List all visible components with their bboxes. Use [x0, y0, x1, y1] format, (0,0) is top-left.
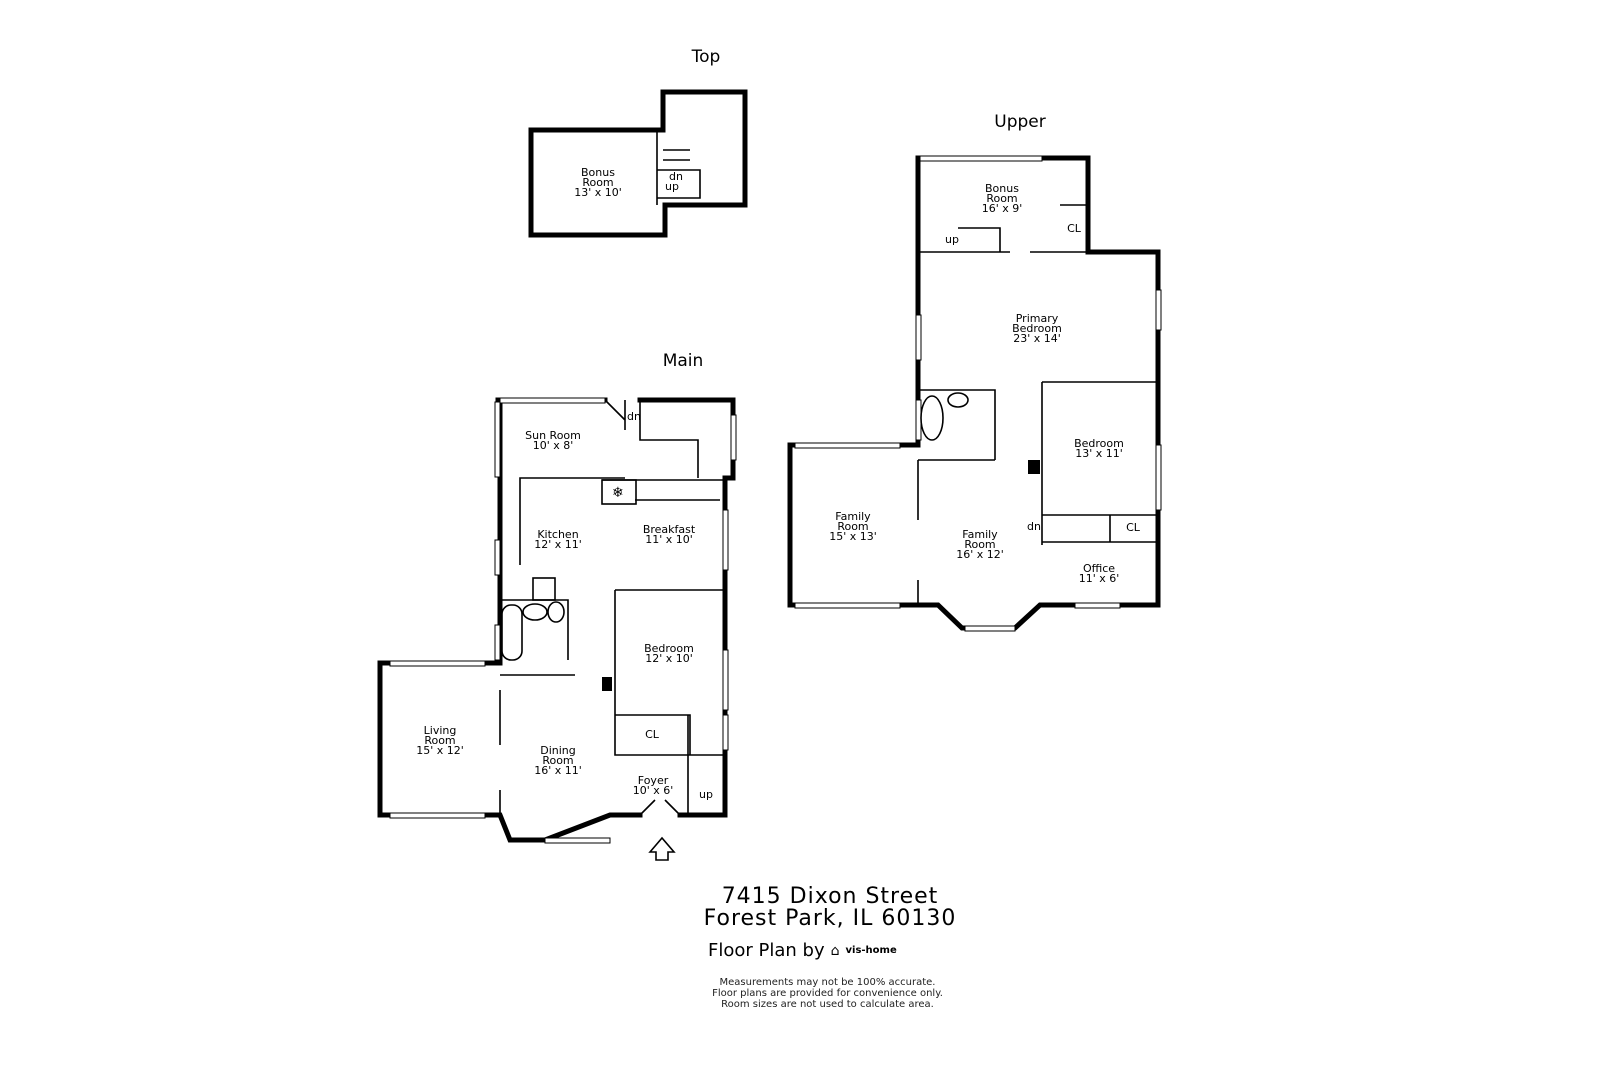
- svg-text:Foyer: Foyer: [638, 774, 669, 787]
- svg-text:13' x 10': 13' x 10': [574, 186, 622, 199]
- svg-text:Room: Room: [582, 176, 613, 189]
- svg-text:10' x 6': 10' x 6': [633, 784, 674, 797]
- svg-text:Room: Room: [964, 538, 995, 551]
- svg-text:13' x 11': 13' x 11': [1075, 447, 1123, 460]
- svg-text:Room: Room: [542, 754, 573, 767]
- svg-text:Living: Living: [424, 724, 457, 737]
- svg-text:Office: Office: [1083, 562, 1115, 575]
- svg-text:23' x 14': 23' x 14': [1013, 332, 1061, 345]
- snowflake-icon: ❄: [612, 485, 624, 501]
- svg-text:Bedroom: Bedroom: [1074, 437, 1124, 450]
- svg-text:CL: CL: [1126, 521, 1141, 534]
- svg-text:Bonus: Bonus: [985, 182, 1019, 195]
- svg-text:11' x 10': 11' x 10': [645, 533, 693, 546]
- credit-label: Floor Plan by: [708, 940, 825, 961]
- svg-text:Bonus: Bonus: [581, 166, 615, 179]
- svg-text:CL: CL: [645, 728, 660, 741]
- credit-logo: vis-home: [845, 945, 897, 956]
- svg-text:15' x 12': 15' x 12': [416, 744, 464, 757]
- svg-text:up: up: [699, 788, 713, 801]
- floor-title-upper: Upper: [994, 112, 1045, 132]
- upper-floor: Upper up dn CL CL Bonus Room 16' x 9' Pr…: [787, 112, 1162, 632]
- svg-text:Dining: Dining: [540, 744, 576, 757]
- disclaimer: Measurements may not be 100% accurate. F…: [712, 977, 943, 1010]
- svg-text:11' x 6': 11' x 6': [1079, 572, 1120, 585]
- svg-text:Family: Family: [962, 528, 998, 541]
- svg-text:Bedroom: Bedroom: [1012, 322, 1062, 335]
- main-floor: Main ❄ dn up CL Sun Room 10' x 8' Kitche…: [377, 351, 737, 861]
- svg-text:dn: dn: [669, 170, 683, 183]
- svg-text:12' x 10': 12' x 10': [645, 652, 693, 665]
- svg-text:Primary: Primary: [1016, 312, 1059, 325]
- svg-text:Room: Room: [837, 520, 868, 533]
- entrance-arrow-icon: [648, 836, 676, 861]
- svg-text:Room: Room: [986, 192, 1017, 205]
- svg-text:Family: Family: [835, 510, 871, 523]
- svg-text:Kitchen: Kitchen: [537, 528, 578, 541]
- top-floor: Top dn up Bonus Room 13' x 10': [528, 47, 748, 238]
- svg-text:dn: dn: [627, 410, 641, 423]
- svg-text:Breakfast: Breakfast: [643, 523, 696, 536]
- svg-text:Sun Room: Sun Room: [525, 429, 581, 442]
- floor-title-top: Top: [691, 47, 721, 67]
- svg-text:Room: Room: [424, 734, 455, 747]
- svg-text:CL: CL: [1067, 222, 1082, 235]
- floor-title-main: Main: [663, 351, 704, 371]
- svg-text:up: up: [945, 233, 959, 246]
- credit: Floor Plan by ⌂ vis-home: [708, 940, 897, 961]
- svg-text:dn: dn: [1027, 520, 1041, 533]
- svg-text:up: up: [665, 180, 679, 193]
- svg-text:16' x 9': 16' x 9': [982, 202, 1023, 215]
- svg-text:16' x 11': 16' x 11': [534, 764, 582, 777]
- svg-text:12' x 11': 12' x 11': [534, 538, 582, 551]
- svg-text:16' x 12': 16' x 12': [956, 548, 1004, 561]
- address-line2: Forest Park, IL 60130: [703, 906, 957, 931]
- svg-text:15' x 13': 15' x 13': [829, 530, 877, 543]
- house-logo-icon: ⌂: [830, 942, 840, 959]
- svg-text:10' x 8': 10' x 8': [533, 439, 574, 452]
- address-line1: 7415 Dixon Street: [721, 884, 939, 909]
- svg-text:Bedroom: Bedroom: [644, 642, 694, 655]
